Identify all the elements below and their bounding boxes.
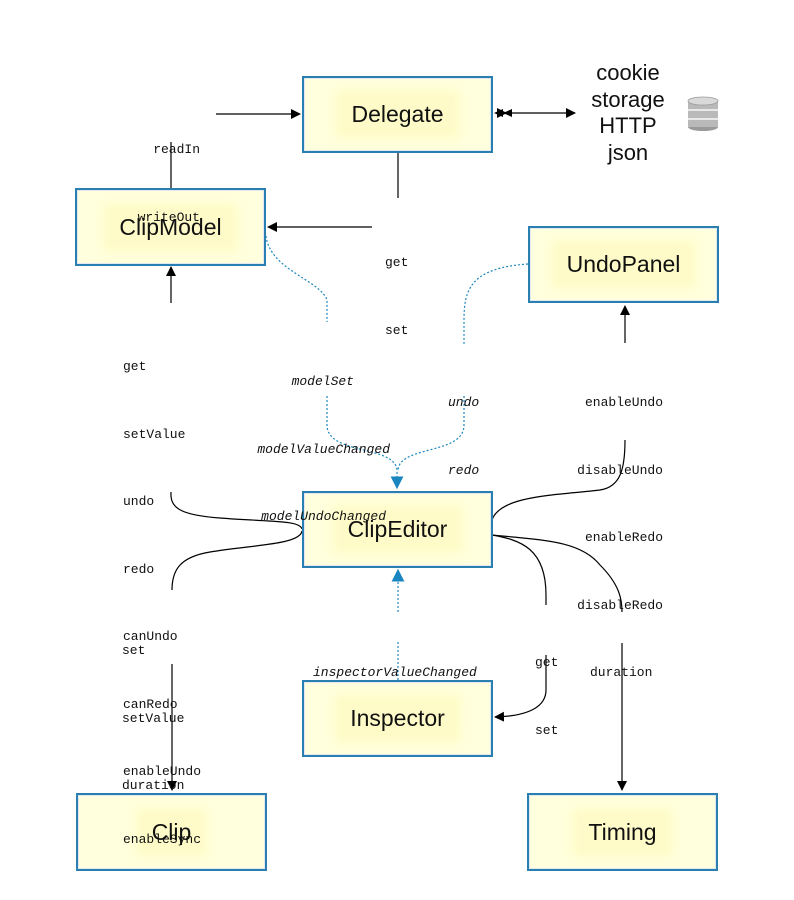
clip-label: Clip xyxy=(141,813,202,851)
editor-to-inspector-labels: get set xyxy=(535,607,558,765)
edge-label: enableUndo xyxy=(123,764,202,779)
timing-label: Timing xyxy=(578,813,667,851)
edge-label: writeOut xyxy=(137,209,200,225)
edge-label: modelUndoChanged xyxy=(261,509,386,524)
database-icon xyxy=(687,96,719,131)
storage-labels: cookie storage HTTP json xyxy=(578,60,678,166)
edge-editor-to-timing xyxy=(491,534,623,613)
edge-label: redo xyxy=(123,561,155,577)
editor-to-model-labels: get setValue undo redo canUndo canRedo e… xyxy=(123,311,201,874)
edge-label: enableUndo xyxy=(584,395,663,410)
editor-to-timing-labels: duration xyxy=(590,617,652,707)
edge-label: duration xyxy=(122,778,185,793)
inspector-signal-labels: inspectorValueChanged xyxy=(313,617,477,707)
edge-label: setValue xyxy=(123,426,186,442)
model-signal-labels: modelSet modelValueChanged modelUndoChan… xyxy=(238,326,390,551)
clip-editor-label: ClipEditor xyxy=(337,511,458,548)
undo-signal-labels: undo redo xyxy=(448,347,479,505)
timing-node: Timing xyxy=(527,793,718,871)
delegate-node: Delegate xyxy=(302,76,493,153)
clip-node: Clip xyxy=(76,793,267,871)
storage-label: json xyxy=(607,139,649,165)
edge-label: set xyxy=(535,722,559,738)
delegate-getset-labels: get set xyxy=(385,207,408,365)
edge-label: undo xyxy=(448,395,480,410)
edge-label: set xyxy=(122,643,146,658)
edge-label: enableSync xyxy=(123,831,202,847)
edge-model-signals-bottom xyxy=(326,396,404,490)
edge-editor-to-clip xyxy=(171,530,303,591)
inspector-label: Inspector xyxy=(340,700,455,737)
undo-panel-label: UndoPanel xyxy=(556,246,691,283)
undo-panel-node: UndoPanel xyxy=(528,226,719,303)
edge-label: disableUndo xyxy=(577,462,663,478)
edge-label: canRedo xyxy=(123,696,178,712)
edge-delegate-storage-head xyxy=(494,109,512,117)
edge-label: modelValueChanged xyxy=(257,441,390,457)
edge-label: get xyxy=(535,655,559,670)
edge-editor-to-inspector-bottom xyxy=(494,655,547,722)
clip-model-node: ClipModel xyxy=(75,188,266,266)
edge-editor-to-inspector-top xyxy=(491,534,547,605)
edge-editor-to-undopanel xyxy=(491,439,626,521)
delegate-label: Delegate xyxy=(341,96,454,133)
edge-label: modelSet xyxy=(291,374,354,389)
edge-label: disableRedo xyxy=(577,597,663,613)
edge-label: set xyxy=(385,322,409,338)
editor-to-clip-labels: set setValue duration xyxy=(122,595,184,820)
edge-label: redo xyxy=(448,462,480,478)
editor-to-undopanel-labels: enableUndo disableUndo enableRedo disabl… xyxy=(560,347,663,640)
edge-label: canUndo xyxy=(123,629,178,644)
edge-model-signals-top xyxy=(265,235,328,322)
readwrite-labels: readIn writeOut xyxy=(120,94,200,252)
storage-label: storage xyxy=(591,86,665,112)
edge-label: inspectorValueChanged xyxy=(313,665,477,680)
edge-label: enableRedo xyxy=(584,530,663,545)
inspector-node: Inspector xyxy=(302,680,493,757)
clip-model-label: ClipModel xyxy=(109,208,232,246)
edge-undo-signals-bottom xyxy=(397,396,465,471)
edge-label: get xyxy=(123,359,147,374)
storage-label: cookie xyxy=(596,60,660,85)
edge-label: get xyxy=(385,255,409,270)
edge-label: undo xyxy=(123,494,155,509)
edge-editor-to-model-methods xyxy=(170,491,303,530)
edge-undo-signals-top xyxy=(463,263,529,344)
edge-label: readIn xyxy=(153,142,200,157)
edge-label: setValue xyxy=(122,710,185,726)
clip-editor-node: ClipEditor xyxy=(302,491,493,568)
storage-label: HTTP xyxy=(599,113,657,138)
edge-label: duration xyxy=(590,665,653,680)
